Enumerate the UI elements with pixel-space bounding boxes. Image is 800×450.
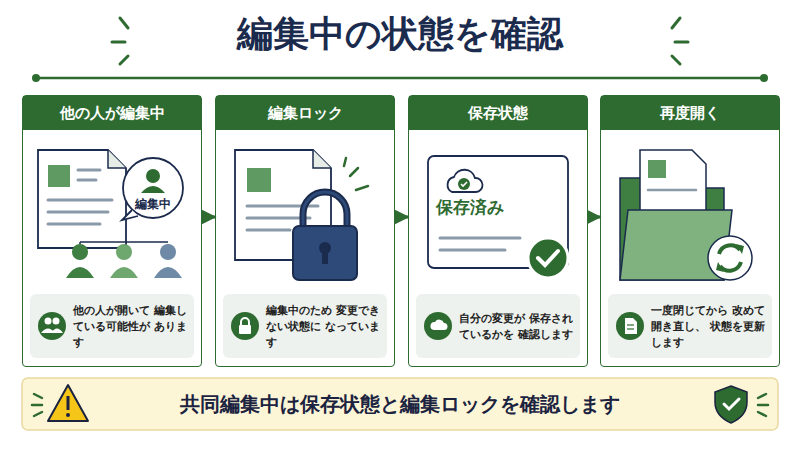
step-panel: 他の人が編集中他の人が開いて 編集している可能性が あります: [22, 95, 202, 367]
bubble-label: 編集中: [135, 196, 171, 213]
panel-heading: 保存状態: [409, 96, 587, 130]
rule-dot: [32, 74, 40, 82]
saved-card: [428, 156, 568, 278]
flow-arrow: [588, 216, 600, 219]
flow-arrow: [395, 216, 408, 219]
reopen-folder: [620, 150, 752, 280]
panel-body: 他の人が開いて 編集している可能性が あります: [73, 303, 191, 351]
banner-text: 共同編集中は保存状態と編集ロックを確認します: [180, 391, 620, 418]
body-boxes: [30, 294, 772, 358]
summary-banner: 共同編集中は保存状態と編集ロックを確認します: [100, 378, 700, 430]
banner-ground: [22, 378, 778, 430]
title-rule: [36, 77, 764, 80]
panel-body: 一度閉じてから 改めて開き直し、 状態を更新します: [651, 303, 769, 351]
rule-dot: [760, 74, 768, 82]
status-label: 保存済み: [436, 196, 504, 219]
panel-heading: 再度開く: [601, 96, 779, 130]
step-panel: 再度開く一度閉じてから 改めて開き直し、 状態を更新します: [600, 95, 780, 367]
document-people: [38, 150, 183, 278]
panel-body: 編集中のため 変更できない状態に なっています: [266, 303, 384, 351]
panel-grounds: [22, 95, 780, 367]
title: 編集中の状態を確認: [0, 12, 800, 55]
locked-document: [235, 150, 368, 280]
panel-body: 自分の変更が 保存されているかを 確認します: [459, 311, 577, 343]
flow-arrow: [202, 216, 215, 219]
panel-heading: 編集ロック: [216, 96, 394, 130]
step-panel: 編集ロック編集中のため 変更できない状態に なっています: [215, 95, 395, 367]
panel-heading: 他の人が編集中: [23, 96, 201, 130]
step-panel: 保存状態自分の変更が 保存されているかを 確認します: [408, 95, 588, 367]
